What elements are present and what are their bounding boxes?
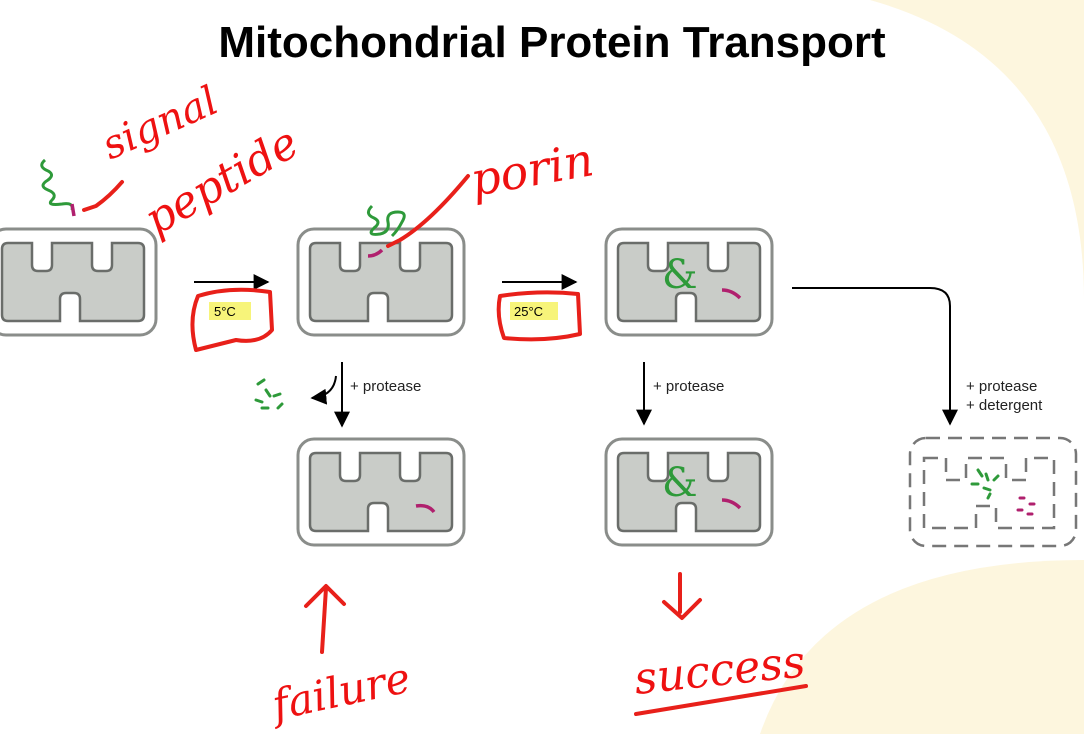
- mitochondrion-cold: [296, 227, 466, 337]
- stalled-protein: [367, 204, 406, 238]
- annotation-box-cold: [190, 287, 274, 352]
- protease-detergent-label-2: + detergent: [966, 397, 1043, 414]
- protease-detergent-label-1: + protease: [966, 378, 1037, 395]
- protease-label-warm: + protease: [653, 378, 724, 395]
- stalled-signal: [367, 248, 384, 258]
- degraded-fragments: [254, 378, 284, 410]
- imported-signal: [721, 288, 742, 300]
- annotation-success-arrow: [662, 572, 702, 620]
- protected-protein-glyph: &: [662, 460, 698, 506]
- background-wave-bottom: [760, 560, 1084, 734]
- retained-signal: [415, 503, 436, 514]
- process-arrows: [194, 274, 958, 428]
- annotation-box-warm: [496, 290, 582, 342]
- temp-cold-label: 5°C: [214, 304, 236, 319]
- temp-warm-highlight: [510, 302, 558, 320]
- annotation-porin-text: porin: [467, 132, 598, 207]
- detergent-fragments: [970, 468, 1036, 516]
- mitochondrion-initial: [0, 227, 158, 337]
- mitochondrion-cold-protease: [296, 437, 466, 547]
- protected-signal: [721, 498, 742, 510]
- annotation-failure-text: failure: [265, 653, 415, 731]
- annotation-failure-arrow: [304, 584, 346, 654]
- signal-sequence: [70, 203, 76, 217]
- annotation-porin-pointer: [386, 174, 470, 248]
- annotation-signal-text: signal: [95, 78, 225, 169]
- annotation-signal-pointer: [82, 180, 124, 212]
- mitochondrion-detergent: [908, 436, 1078, 548]
- temp-cold-highlight: [209, 302, 251, 320]
- precursor-protein: [40, 158, 74, 211]
- background-wave-top: [870, 0, 1084, 300]
- imported-protein-glyph: &: [662, 252, 698, 298]
- protease-label-cold: + protease: [350, 378, 421, 395]
- annotation-success-underline: [634, 684, 808, 716]
- page-title: Mitochondrial Protein Transport: [218, 18, 886, 67]
- temp-warm-label: 25°C: [514, 304, 543, 319]
